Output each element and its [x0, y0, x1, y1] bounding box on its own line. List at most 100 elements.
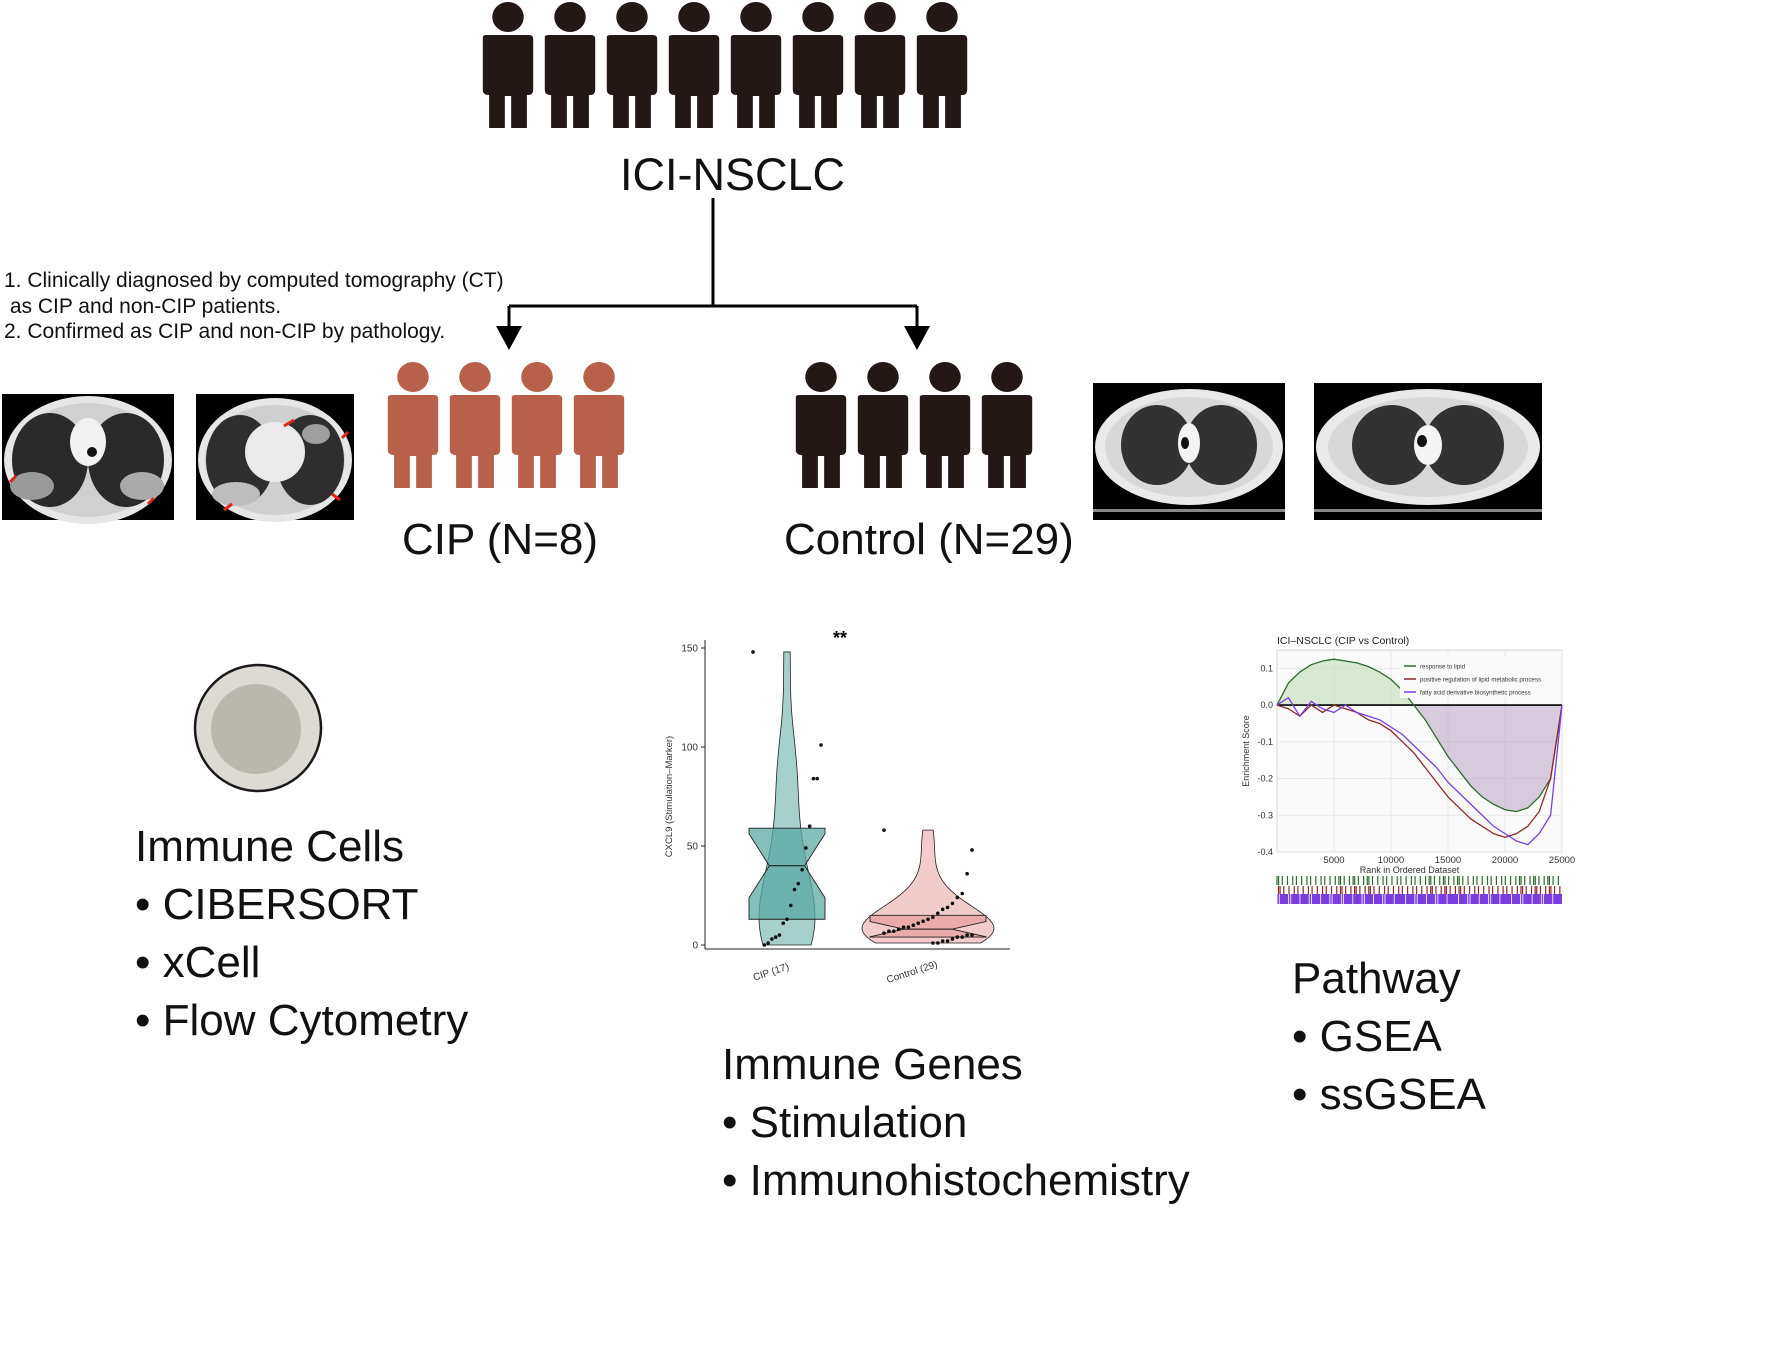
person-icon	[668, 2, 720, 128]
pathway-section: Pathway • GSEA • ssGSEA	[1292, 950, 1486, 1124]
data-point	[751, 650, 755, 654]
data-point	[811, 776, 816, 781]
cohort-people-icons	[482, 2, 968, 128]
data-point	[896, 927, 901, 931]
immune-genes-title: Immune Genes	[722, 1040, 1023, 1089]
person-icon	[573, 362, 625, 488]
gsea-enrichment-chart: ICI–NSCLC (CIP vs Control) 5000 10000 15000…	[1241, 635, 1575, 904]
enrichment-area-negative	[1277, 705, 1562, 812]
data-point	[940, 939, 945, 943]
person-icon	[854, 2, 906, 128]
data-point	[945, 905, 950, 910]
ct-image	[1093, 389, 1285, 512]
x-category-label: CIP (17)	[752, 962, 791, 984]
data-point	[926, 917, 930, 922]
ct-image	[4, 396, 172, 524]
data-point	[882, 828, 886, 832]
bullet: •	[135, 996, 151, 1045]
violin-shape	[861, 829, 995, 944]
bullet: •	[1292, 1070, 1308, 1119]
cip-group-label: CIP (N=8)	[402, 515, 599, 564]
data-point	[792, 887, 797, 892]
bullet: •	[135, 938, 151, 987]
cohort-title: ICI-NSCLC	[620, 149, 846, 200]
control-group-label: Control (N=29)	[784, 515, 1074, 564]
legend-label: response to lipid	[1420, 664, 1466, 671]
data-point	[891, 929, 896, 933]
person-icon	[544, 2, 596, 128]
person-icon	[981, 362, 1033, 488]
person-icon	[792, 2, 844, 128]
control-people-icons	[795, 362, 1033, 488]
hit-bar-purple	[1277, 894, 1562, 904]
data-point	[804, 846, 808, 850]
series-line	[1276, 658, 1563, 813]
y-axis-label: Enrichment Score	[1241, 715, 1251, 787]
pathway-title: Pathway	[1292, 954, 1461, 1003]
item-label: CIBERSORT	[162, 880, 419, 929]
x-tick-label: 20000	[1492, 855, 1518, 866]
ct-image	[198, 398, 352, 522]
bullet: •	[1292, 1012, 1308, 1061]
pathway-item: • GSEA	[1292, 1008, 1486, 1066]
data-point	[931, 941, 935, 945]
y-tick-label: -0.2	[1257, 774, 1273, 784]
data-point	[911, 923, 916, 927]
cohort-split-arrows	[496, 198, 930, 350]
immune-genes-item: • Immunohistochemistry	[722, 1152, 1190, 1210]
series-line	[1276, 696, 1563, 846]
y-tick-label: 100	[681, 743, 698, 754]
data-point	[807, 824, 812, 828]
pathway-item: • ssGSEA	[1292, 1066, 1486, 1124]
data-point	[955, 895, 960, 900]
data-point	[887, 929, 891, 933]
data-point	[773, 935, 778, 939]
cell-nucleus	[211, 684, 301, 774]
bullet: •	[135, 880, 151, 929]
y-tick-label: 150	[681, 644, 698, 655]
x-category-label: Control (29)	[885, 959, 939, 986]
person-icon	[449, 362, 501, 488]
enrichment-area-positive	[1277, 659, 1562, 706]
data-point	[950, 937, 955, 941]
criteria-line-2: as CIP and non-CIP patients.	[4, 295, 282, 318]
data-point	[796, 881, 801, 886]
data-point	[965, 871, 969, 876]
data-point	[950, 901, 955, 906]
x-tick-label: 10000	[1378, 855, 1404, 866]
y-tick-label: 0.0	[1260, 700, 1273, 710]
data-point	[906, 925, 911, 929]
item-label: ssGSEA	[1319, 1070, 1486, 1119]
data-point	[960, 891, 965, 896]
immune-cells-section: Immune Cells • CIBERSORT • xCell • Flow …	[135, 818, 468, 1050]
bullet: •	[722, 1098, 738, 1147]
data-point	[815, 776, 820, 781]
ct-image	[1314, 389, 1542, 512]
y-tick-label: 0	[692, 941, 698, 952]
item-label: Immunohistochemistry	[749, 1156, 1190, 1205]
y-tick-label: -0.3	[1257, 810, 1273, 820]
gsea-title: ICI–NSCLC (CIP vs Control)	[1277, 635, 1409, 647]
immune-genes-item: • Stimulation	[722, 1094, 1190, 1152]
y-tick-label: -0.4	[1257, 847, 1273, 857]
data-point	[965, 933, 969, 937]
data-point	[970, 848, 974, 852]
y-tick-label: -0.1	[1257, 737, 1273, 747]
data-point	[940, 907, 945, 912]
immune-cells-title: Immune Cells	[135, 822, 404, 871]
ct-scan-cip-2	[196, 394, 354, 522]
x-tick-label: 15000	[1435, 855, 1461, 866]
x-tick-label: 5000	[1323, 855, 1344, 866]
legend-box	[1400, 656, 1560, 698]
person-icon	[916, 2, 968, 128]
immune-cells-item: • xCell	[135, 934, 468, 992]
data-point	[882, 931, 886, 935]
person-icon	[795, 362, 847, 488]
person-icon	[857, 362, 909, 488]
item-label: GSEA	[1319, 1012, 1442, 1061]
immune-cells-item: • CIBERSORT	[135, 876, 468, 934]
data-point	[921, 919, 925, 924]
significance-label: **	[833, 628, 847, 648]
data-point	[762, 943, 767, 947]
data-point	[931, 915, 935, 920]
